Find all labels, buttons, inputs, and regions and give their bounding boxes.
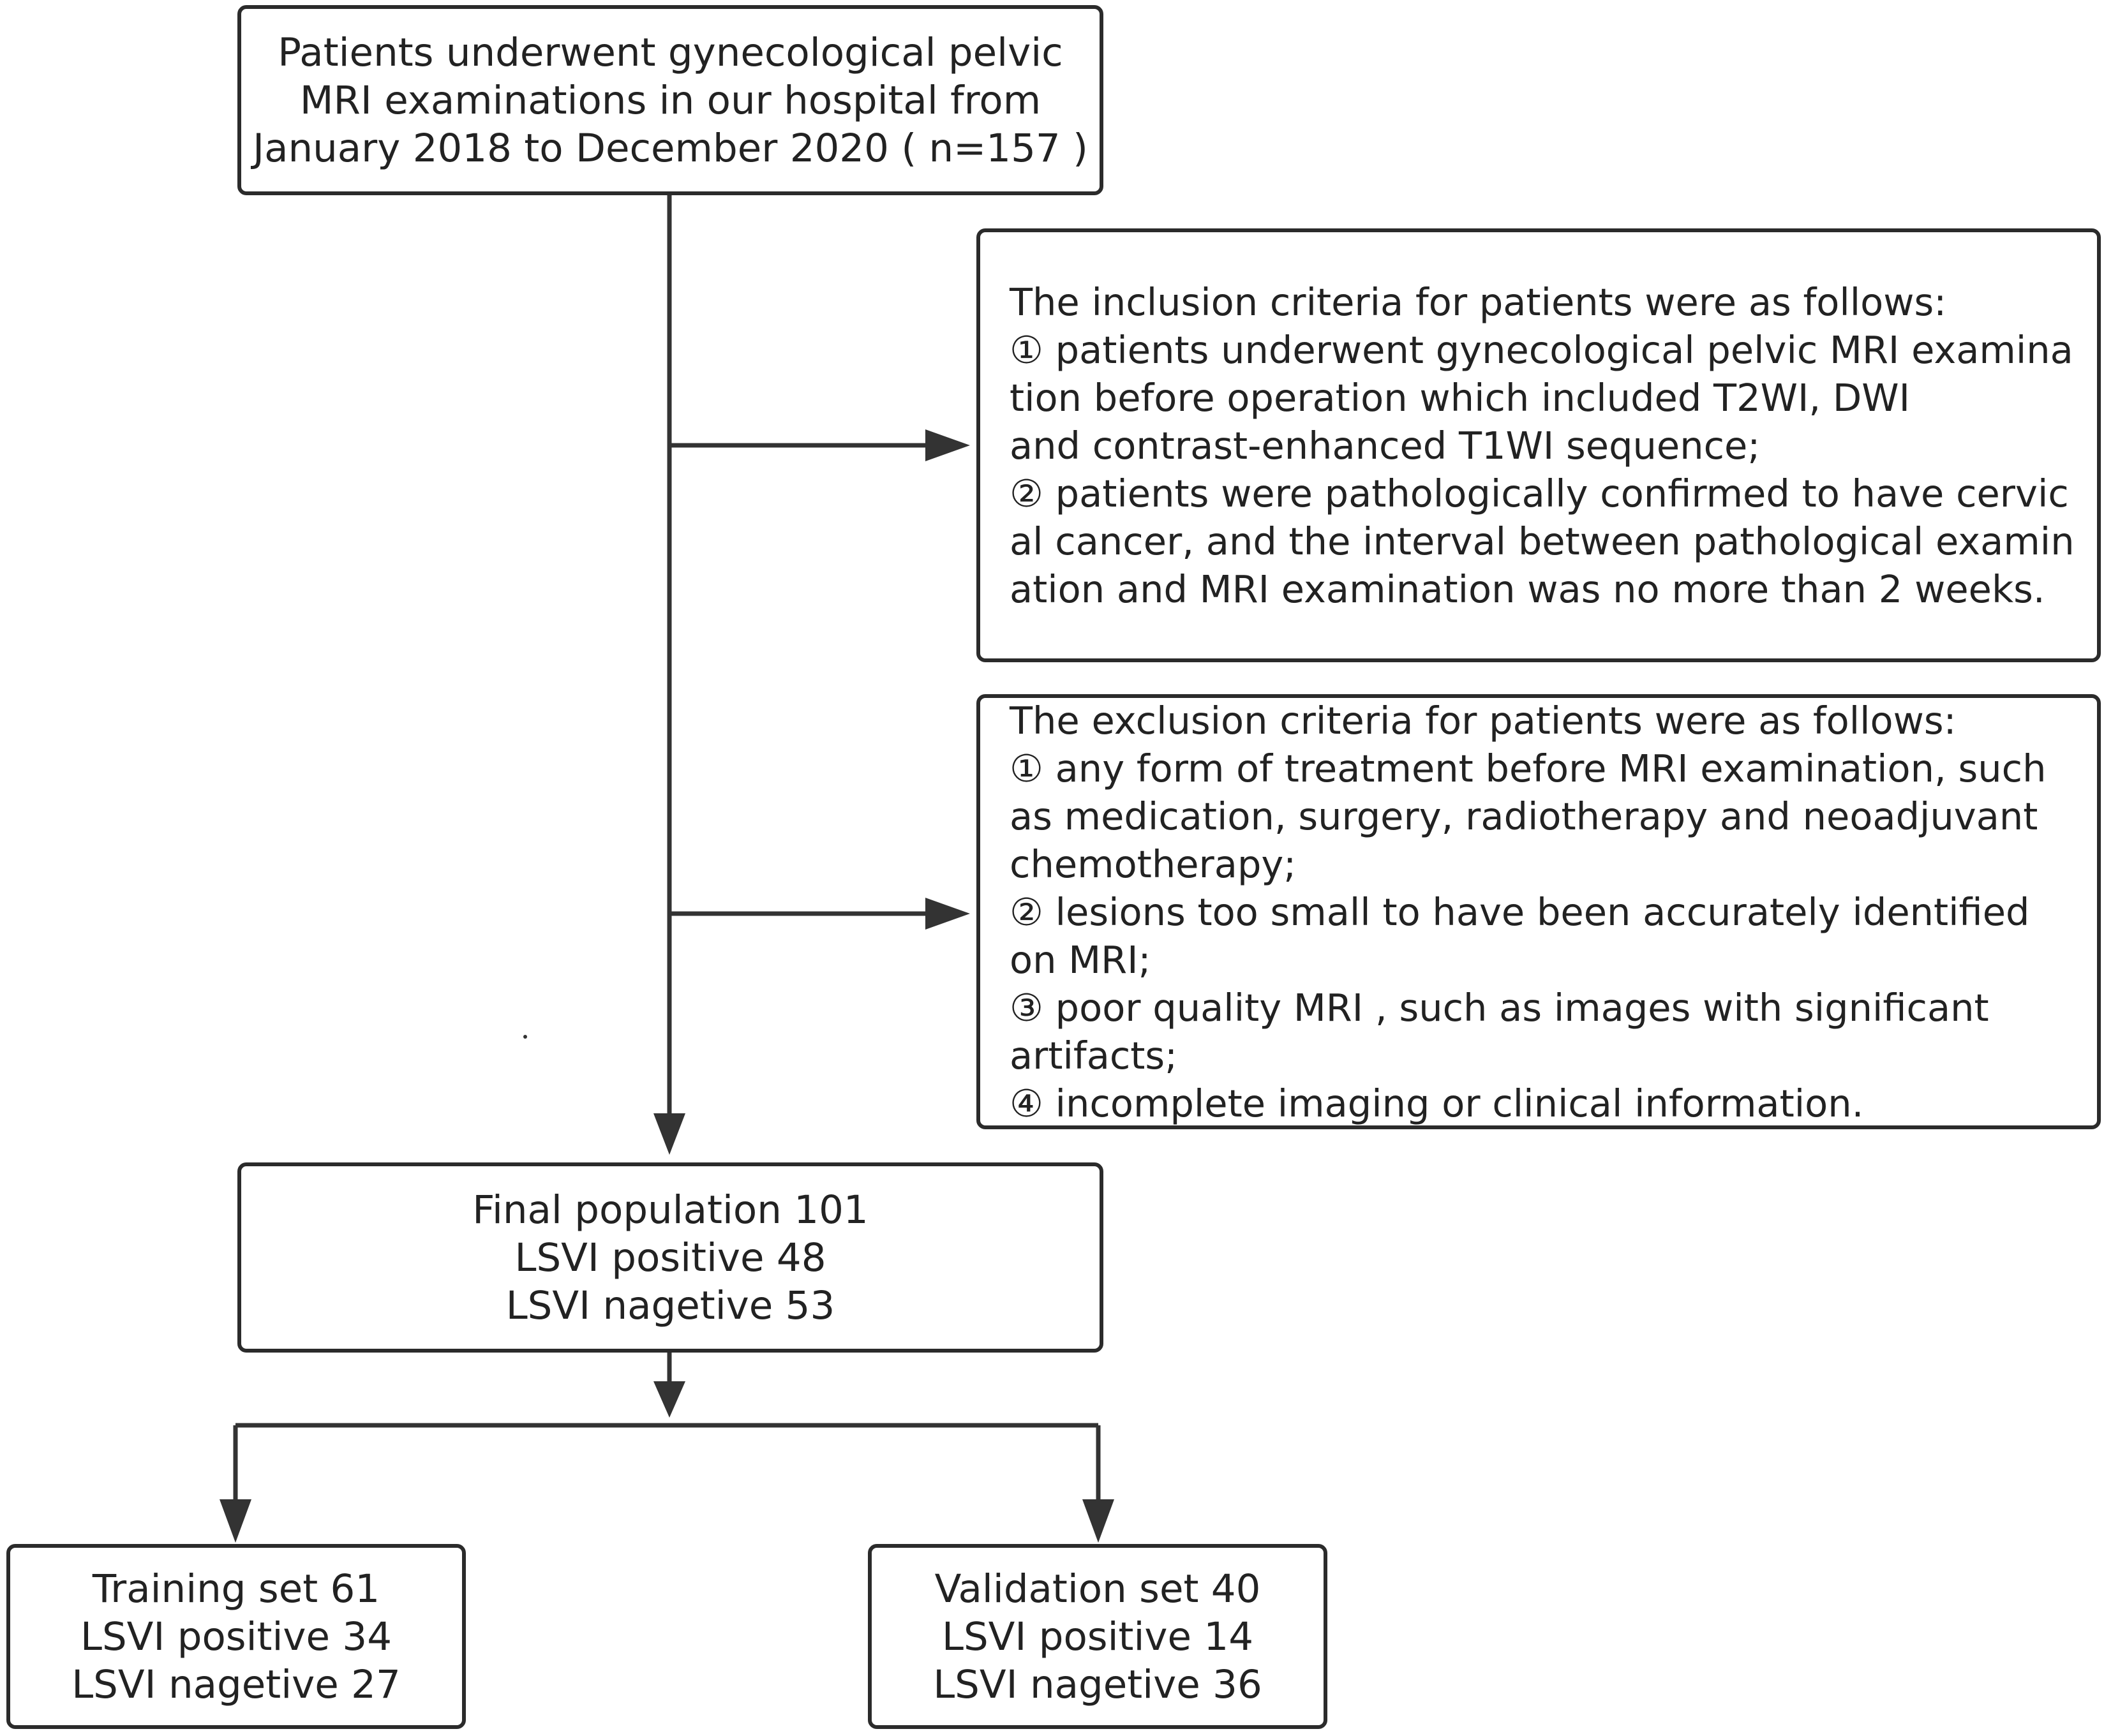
exclusion-line: artifacts; bbox=[1010, 1033, 1178, 1078]
final-negative-label: LSVI nagetive 53 bbox=[505, 1282, 835, 1328]
final-positive-label: LSVI positive 48 bbox=[514, 1235, 826, 1280]
validation-negative-label: LSVI nagetive 36 bbox=[933, 1661, 1262, 1707]
inclusion-heading: The inclusion criteria for patients were… bbox=[1010, 279, 1947, 324]
inclusion-criteria-box: The inclusion criteria for patients were… bbox=[976, 228, 2101, 662]
exclusion-arrowhead bbox=[925, 898, 970, 930]
exclusion-line: ② lesions too small to have been accurat… bbox=[1010, 889, 2030, 934]
inclusion-arrowhead bbox=[925, 429, 970, 461]
training-set-box: Training set 61 LSVI positive 34 LSVI na… bbox=[6, 1544, 466, 1729]
source-line-3: January 2018 to December 2020 ( n=157 ) bbox=[253, 125, 1088, 171]
inclusion-line: tion before operation which included T2W… bbox=[1010, 375, 1911, 420]
exclusion-line: as medication, surgery, radiotherapy and… bbox=[1010, 794, 2038, 838]
exclusion-line: ③ poor quality MRI , such as images with… bbox=[1010, 985, 1989, 1030]
inclusion-line: al cancer, and the interval between path… bbox=[1010, 519, 2075, 563]
final-population-box: Final population 101 LSVI positive 48 LS… bbox=[237, 1162, 1103, 1353]
validation-positive-label: LSVI positive 14 bbox=[941, 1614, 1254, 1659]
exclusion-criteria-box: The exclusion criteria for patients were… bbox=[976, 694, 2101, 1129]
training-positive-label: LSVI positive 34 bbox=[80, 1614, 392, 1659]
inclusion-line: ation and MRI examination was no more th… bbox=[1010, 567, 2045, 611]
final-arrowhead bbox=[653, 1113, 685, 1155]
inclusion-line: ② patients were pathologically confirmed… bbox=[1010, 471, 2069, 516]
exclusion-line: ④ incomplete imaging or clinical informa… bbox=[1010, 1081, 1864, 1125]
validation-arrowhead bbox=[1082, 1499, 1114, 1543]
training-set-label: Training set 61 bbox=[92, 1566, 380, 1612]
final-population-label: Final population 101 bbox=[472, 1187, 869, 1233]
stray-dot bbox=[523, 1035, 527, 1039]
exclusion-line: ① any form of treatment before MRI exami… bbox=[1010, 746, 2047, 790]
validation-set-label: Validation set 40 bbox=[934, 1566, 1261, 1612]
exclusion-heading: The exclusion criteria for patients were… bbox=[1010, 698, 1957, 743]
inclusion-line: and contrast-enhanced T1WI sequence; bbox=[1010, 423, 1761, 468]
validation-set-box: Validation set 40 LSVI positive 14 LSVI … bbox=[868, 1544, 1327, 1729]
source-line-1: Patients underwent gynecological pelvic bbox=[278, 29, 1063, 75]
inclusion-line: ① patients underwent gynecological pelvi… bbox=[1010, 327, 2073, 372]
split-arrowhead bbox=[653, 1381, 685, 1418]
training-negative-label: LSVI nagetive 27 bbox=[71, 1661, 401, 1707]
source-line-2: MRI examinations in our hospital from bbox=[299, 77, 1041, 123]
source-population-box: Patients underwent gynecological pelvic … bbox=[237, 5, 1103, 195]
training-arrowhead bbox=[220, 1499, 251, 1543]
exclusion-line: chemotherapy; bbox=[1010, 842, 1297, 886]
exclusion-line: on MRI; bbox=[1010, 937, 1151, 982]
